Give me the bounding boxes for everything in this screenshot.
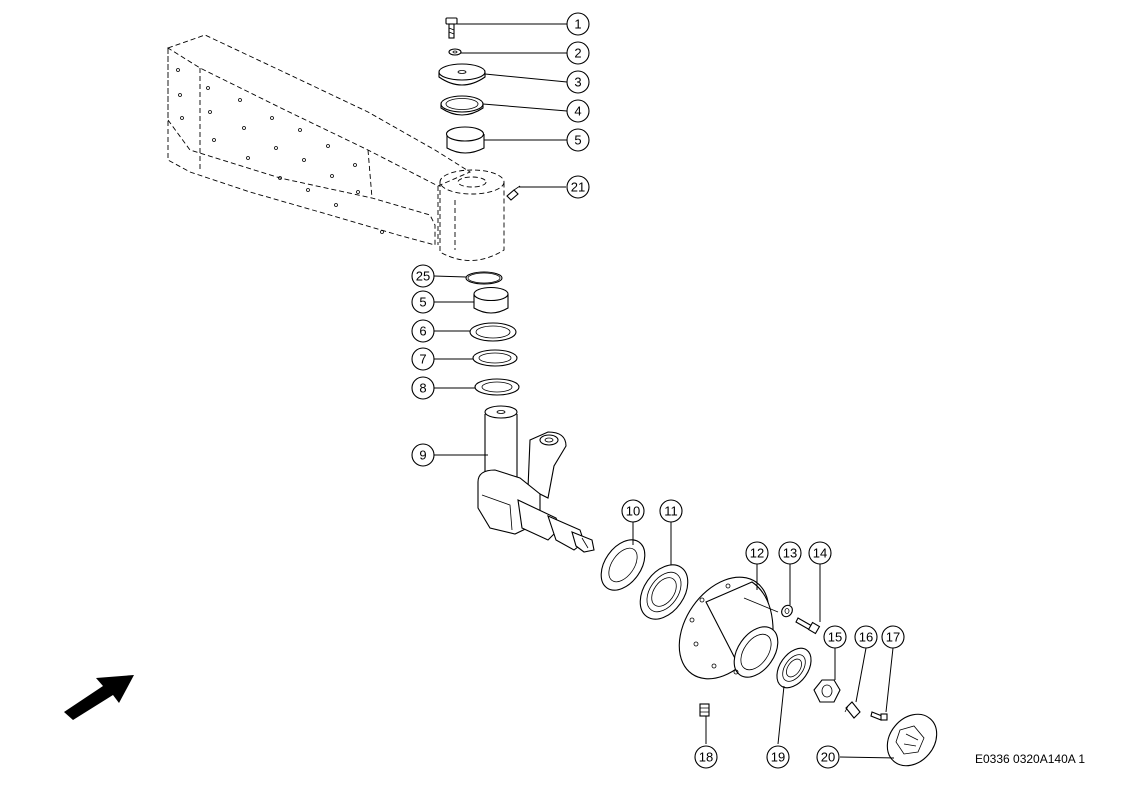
part-wheel-washer [781,604,793,618]
svg-text:6: 6 [419,324,426,339]
part-outer-bearing [776,647,812,689]
callouts: 1 2 3 4 5 21 25 5 6 7 8 9 10 11 12 13 14… [411,12,905,769]
part-bushing-lower [473,286,509,314]
part-castle-nut [813,679,841,703]
svg-text:9: 9 [419,448,426,463]
svg-text:1: 1 [574,17,581,32]
leader-lines [433,23,895,759]
svg-text:2: 2 [574,46,581,61]
part-oil-seal [600,539,646,591]
svg-text:25: 25 [416,269,430,284]
part-circlip [465,271,503,285]
svg-text:12: 12 [750,546,764,561]
callout-5-lower: 5 [411,290,435,314]
part-cap-screw [870,711,888,721]
callout-3: 3 [566,70,590,94]
part-stud [699,703,710,717]
svg-text:14: 14 [813,546,827,561]
svg-text:7: 7 [419,352,426,367]
callout-1: 1 [566,12,590,36]
callout-20: 20 [816,745,840,769]
svg-text:13: 13 [783,546,797,561]
part-inner-bearing [639,564,689,620]
callout-14: 14 [808,541,832,565]
part-cap-disc [438,63,486,86]
part-ring [440,95,484,116]
callout-9: 9 [411,443,435,467]
reference-code: E0336 0320A140A 1 [975,752,1086,766]
part-grease-nipple [506,185,521,201]
callout-25: 25 [411,264,435,288]
svg-text:20: 20 [821,750,835,765]
svg-text:17: 17 [886,630,900,645]
part-shim [472,349,518,367]
callout-7: 7 [411,347,435,371]
axle-beam-outline [166,34,471,246]
callout-15: 15 [823,625,847,649]
svg-text:10: 10 [626,504,640,519]
part-seal-ring [469,322,517,342]
part-hub-cap [886,713,938,767]
callout-18: 18 [694,745,718,769]
callout-17: 17 [881,625,905,649]
callout-10: 10 [621,499,645,523]
callout-5-upper: 5 [566,128,590,152]
part-thrust-washer [474,378,520,396]
part-wheel-hub [678,576,779,680]
svg-text:8: 8 [419,381,426,396]
svg-text:15: 15 [828,630,842,645]
part-bushing-upper [445,126,485,154]
callout-2: 2 [566,41,590,65]
callout-4: 4 [566,99,590,123]
part-screw [445,17,458,39]
svg-text:4: 4 [574,104,581,119]
part-split-pin [844,701,861,719]
svg-text:19: 19 [771,750,785,765]
callout-19: 19 [766,745,790,769]
svg-text:21: 21 [571,180,585,195]
callout-6: 6 [411,319,435,343]
svg-text:11: 11 [664,504,678,519]
svg-text:16: 16 [859,630,873,645]
callout-12: 12 [745,541,769,565]
callout-13: 13 [778,541,802,565]
callout-21: 21 [566,175,590,199]
callout-8: 8 [411,376,435,400]
svg-text:5: 5 [574,133,581,148]
part-small-washer [448,48,462,56]
kingpin-housing-outline [439,169,505,261]
callout-16: 16 [854,625,878,649]
svg-text:18: 18 [699,750,713,765]
svg-text:5: 5 [419,295,426,310]
direction-arrow [64,675,134,720]
svg-text:3: 3 [574,75,581,90]
part-steering-knuckle [477,405,595,553]
part-wheel-bolt [795,617,821,635]
callout-11: 11 [659,499,683,523]
